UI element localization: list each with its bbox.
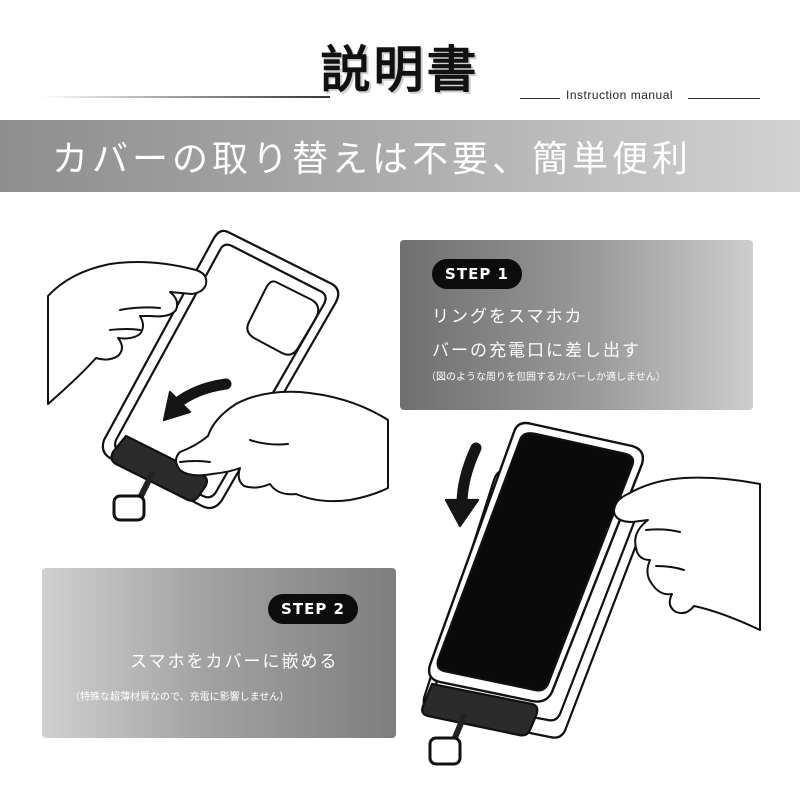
step2-badge: STEP 2	[268, 594, 358, 624]
page-subtitle: Instruction manual	[566, 88, 674, 102]
step1-badge: STEP 1	[432, 259, 522, 289]
feature-banner-text: カバーの取り替えは不要、簡単便利	[52, 139, 693, 180]
title-divider-right	[688, 98, 760, 99]
step2-note: （特殊な超薄材質なので、充電に影響しません）	[70, 692, 290, 703]
phone-case-illustration-step1	[101, 229, 340, 522]
page-title: 説明書	[320, 41, 480, 99]
hand-right-middle	[175, 390, 389, 503]
feature-banner	[0, 120, 800, 192]
title-divider-right-short	[520, 98, 560, 99]
title-divider-left	[40, 96, 330, 98]
hand-right-side	[613, 476, 761, 631]
phone-case-illustration-step2	[421, 421, 651, 766]
step2-text-line1: スマホをカバーに嵌める	[130, 652, 339, 672]
step1-text-line2: バーの充電口に差し出す	[432, 341, 641, 361]
step1-note: （図のような周りを包囲するカバーしか適しません）	[426, 372, 666, 383]
step1-text-line1: リングをスマホカ	[432, 307, 584, 327]
hand-left-top	[47, 261, 208, 405]
